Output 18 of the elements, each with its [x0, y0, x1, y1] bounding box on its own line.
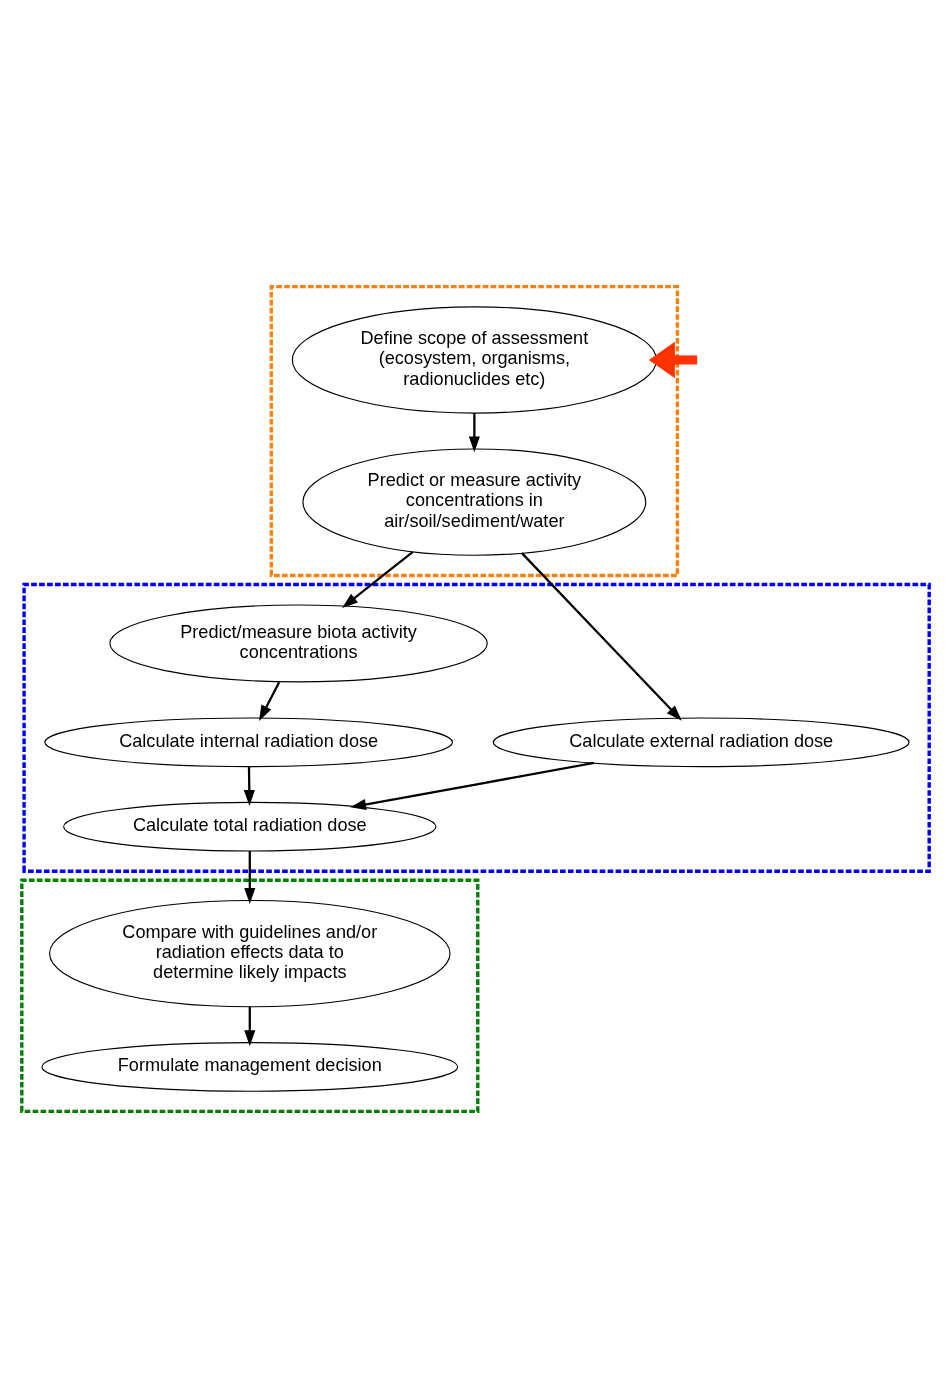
- node-ellipse: Compare with guidelines and/or radiation effects data to determine likely impacts: [49, 899, 451, 1007]
- node-ellipse: Calculate internal radiation dose: [44, 716, 454, 767]
- cluster: [269, 284, 680, 577]
- arrow: [468, 412, 480, 452]
- node-ellipse: Calculate external radiation dose: [492, 716, 910, 767]
- arrow: [244, 1006, 256, 1046]
- node-ellipse: Formulate management decision: [41, 1041, 459, 1092]
- arrow: [244, 850, 256, 904]
- cluster: [22, 582, 931, 873]
- cluster: [20, 878, 480, 1113]
- arrow: [243, 766, 255, 806]
- node-ellipse: Calculate total radiation dose: [63, 801, 437, 852]
- arrow: [259, 681, 281, 721]
- node-ellipse: Define scope of assessment (ecosystem, organisms, radionuclides etc): [291, 305, 657, 414]
- arrow: [648, 341, 698, 378]
- node-ellipse: Predict/measure biota activity concentrations: [109, 603, 488, 682]
- arrow: [350, 761, 595, 810]
- node-ellipse: Predict or measure activity concentrations in air/soil/sediment/water: [302, 447, 647, 556]
